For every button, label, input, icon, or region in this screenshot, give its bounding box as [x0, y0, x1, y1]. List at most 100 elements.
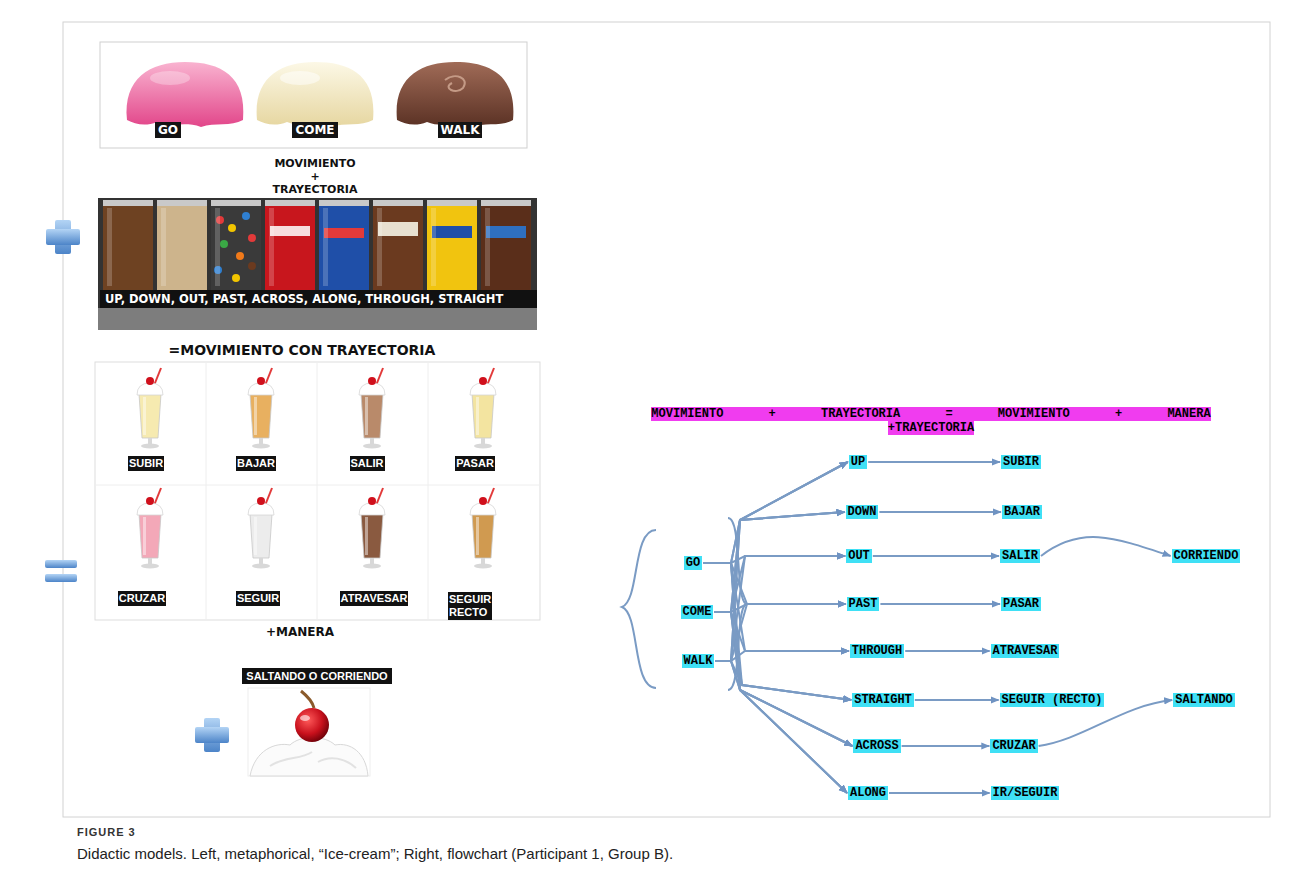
plus-sign — [46, 229, 80, 245]
equation-band: MOVIMIENTO + TRAYECTORIA = MOVIMIENTO + … — [646, 407, 1216, 435]
node-text: DOWN — [848, 505, 877, 519]
node-text: STRAIGHT — [854, 693, 912, 707]
formula-text: MOVIMIENTO + TRAYECTORIA — [273, 157, 358, 196]
milkshake-grid — [206, 362, 207, 620]
particle-node: UP — [849, 455, 867, 469]
spanish-verb-node: SUBIR — [1001, 455, 1041, 469]
node-text: OUT — [848, 549, 870, 563]
flow-arrow — [905, 650, 989, 652]
toppings-photo — [236, 252, 244, 260]
particle-node: OUT — [846, 549, 872, 563]
toppings-photo — [319, 200, 369, 206]
milkshake-grid — [317, 362, 318, 620]
node-text: PASAR — [456, 457, 494, 469]
ice-cream-panel — [257, 62, 374, 127]
group-brace — [622, 518, 746, 690]
toppings-photo — [242, 212, 250, 220]
ice-cream-panel — [397, 62, 514, 127]
manner-node: CORRIENDO — [1172, 549, 1241, 563]
cherry-topping — [250, 738, 368, 777]
toppings-photo — [324, 228, 364, 238]
flow-arrow — [715, 661, 851, 700]
flow-arrow — [1041, 537, 1171, 556]
flow-arrow — [703, 563, 849, 651]
cherry-topping — [301, 691, 314, 708]
flow-arrow — [714, 462, 847, 612]
verb-node: WALK — [682, 654, 715, 668]
milkshake-grid — [95, 485, 540, 486]
flow-arrow — [703, 556, 845, 563]
equals-sign — [45, 560, 77, 568]
shake-label: CRUZAR — [118, 591, 166, 606]
spanish-verb-node: IR/SEGUIR — [991, 786, 1060, 800]
node-text: WALK — [684, 654, 713, 668]
spanish-verb-node: CRUZAR — [990, 739, 1037, 753]
particle-node: PAST — [847, 597, 880, 611]
particle-node: THROUGH — [850, 644, 904, 658]
group-brace — [622, 530, 656, 688]
topping-band: UP, DOWN, OUT, PAST, ACROSS, ALONG, THRO… — [100, 290, 537, 308]
flow-arrow — [868, 461, 1000, 463]
flow-arrow — [715, 512, 844, 661]
toppings-photo — [265, 200, 315, 206]
toppings-photo — [373, 200, 423, 206]
node-text: ATRAVESAR — [993, 644, 1058, 658]
node-text: SEGUIR (RECTO) — [1002, 693, 1103, 707]
equals-sign — [45, 560, 77, 582]
scoop-label: GO — [155, 122, 181, 138]
flow-arrow — [715, 462, 847, 661]
node-text: SEGUIR — [237, 592, 279, 604]
ice-cream-panel — [280, 71, 320, 85]
flow-arrow — [715, 651, 848, 661]
flow-arrow — [703, 563, 845, 604]
figure-number: FIGURE 3 — [77, 826, 136, 839]
toppings-photo — [248, 262, 256, 270]
spanish-verb-node: BAJAR — [1002, 505, 1042, 519]
toppings-photo — [485, 208, 490, 286]
milkshake-grid — [359, 368, 385, 449]
particle-node: DOWN — [846, 505, 879, 519]
manner-node: SALTANDO — [1173, 693, 1235, 707]
node-text: UP, DOWN, OUT, PAST, ACROSS, ALONG, THRO… — [105, 292, 503, 306]
node-text: COME — [683, 605, 712, 619]
toppings-photo — [211, 200, 261, 206]
node-text: THROUGH — [852, 644, 902, 658]
scoop-label: WALK — [438, 122, 483, 138]
toppings-photo — [157, 206, 207, 290]
shake-label: SEGUIR RECTO — [448, 592, 492, 620]
node-text: SALIR — [1002, 549, 1038, 563]
node-text: IR/SEGUIR — [993, 786, 1058, 800]
toppings-photo — [486, 226, 526, 238]
toppings-photo — [265, 206, 315, 290]
cherry-topping — [295, 708, 329, 742]
formula-text: =MOVIMIENTO CON TRAYECTORIA — [169, 342, 436, 359]
figure-frame — [63, 22, 1270, 817]
toppings-photo — [211, 206, 261, 290]
toppings-photo — [269, 208, 274, 286]
flow-arrow — [703, 563, 852, 746]
milkshake-grid — [470, 488, 496, 569]
toppings-photo — [98, 198, 537, 330]
node-text: ALONG — [850, 786, 886, 800]
verb-node: COME — [681, 605, 714, 619]
milkshake-grid — [248, 488, 274, 569]
node-text: SUBIR — [129, 457, 163, 469]
verb-node: GO — [684, 556, 702, 570]
toppings-photo — [378, 222, 418, 236]
spanish-verb-node: ATRAVESAR — [991, 644, 1060, 658]
shake-label: ATRAVESAR — [340, 591, 409, 606]
toppings-photo — [98, 198, 537, 330]
cherry-topping — [270, 752, 356, 768]
node-text: MOVIMIENTO + TRAYECTORIA = MOVIMIENTO + … — [651, 407, 1210, 435]
milkshake-grid — [95, 362, 540, 620]
flow-arrow — [715, 604, 845, 661]
toppings-photo — [103, 200, 153, 206]
milkshake-grid — [248, 368, 274, 449]
milkshake-grid — [470, 368, 496, 449]
cherry-topping — [300, 715, 310, 721]
node-text: ACROSS — [855, 739, 898, 753]
toppings-photo — [373, 206, 423, 290]
flow-arrow — [715, 556, 845, 661]
ice-cream-panel — [100, 42, 527, 148]
